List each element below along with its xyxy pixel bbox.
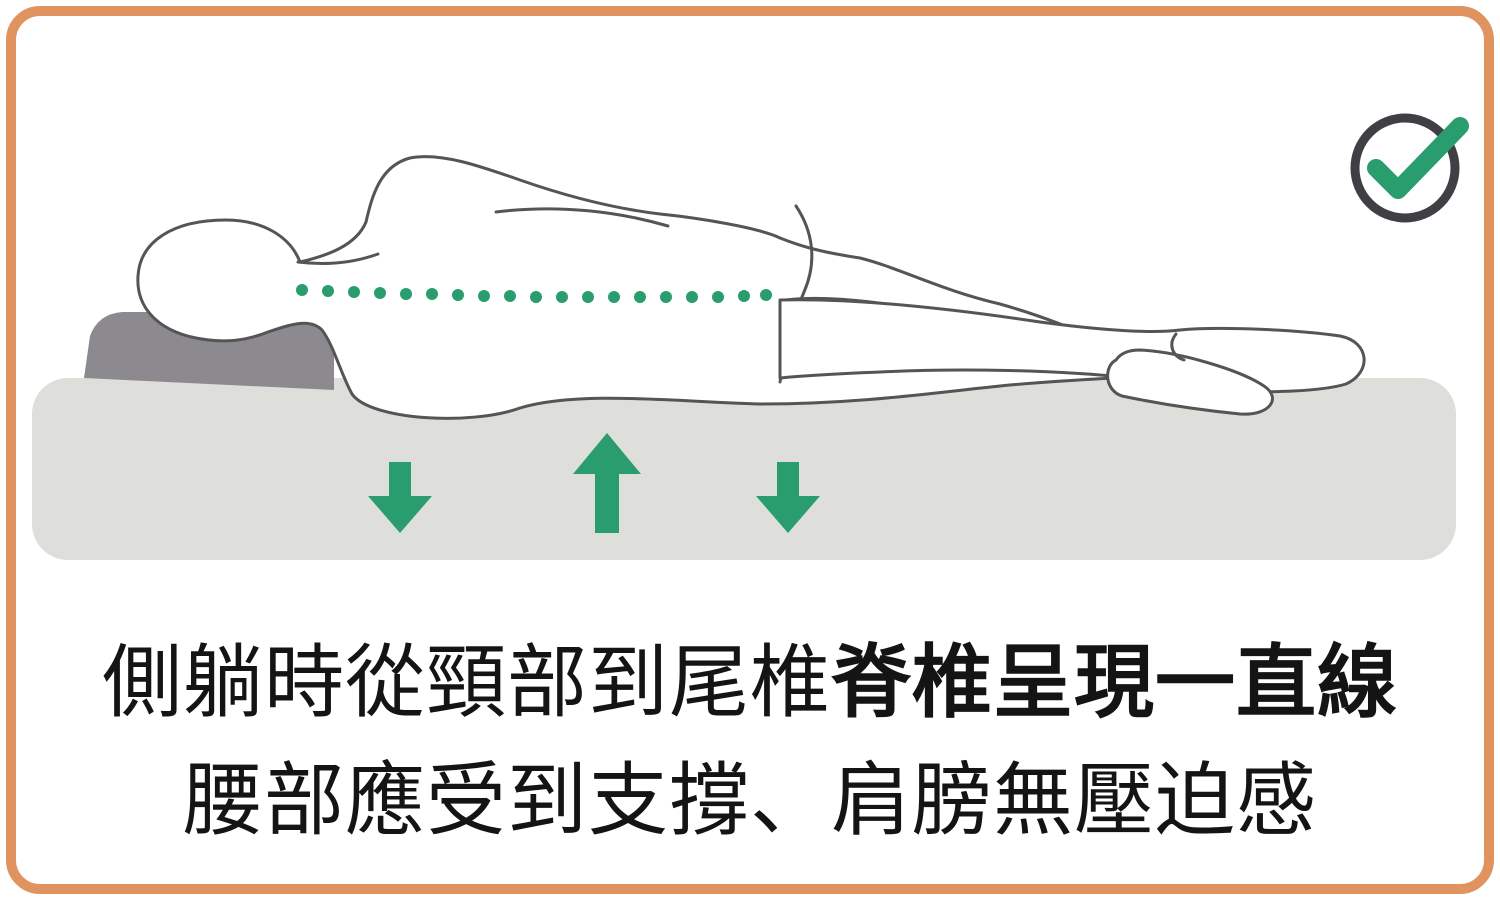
caption-line-1-regular: 側躺時從頸部到尾椎	[102, 636, 831, 729]
caption-line-1-emphasis: 脊椎呈現一直線	[831, 636, 1398, 729]
check-circle-icon	[1350, 113, 1469, 223]
side-sleeping-illustration	[32, 113, 1469, 560]
caption-line-2: 腰部應受到支撐、肩膀無壓迫感	[183, 754, 1317, 847]
arrow-up-icon	[573, 433, 641, 533]
caption-line-1: 側躺時從頸部到尾椎脊椎呈現一直線	[0, 628, 1500, 738]
arrow-down-icon	[756, 462, 820, 533]
body-outline	[136, 155, 1366, 420]
arrow-down-icon	[368, 462, 432, 533]
spine-dots	[296, 284, 772, 303]
